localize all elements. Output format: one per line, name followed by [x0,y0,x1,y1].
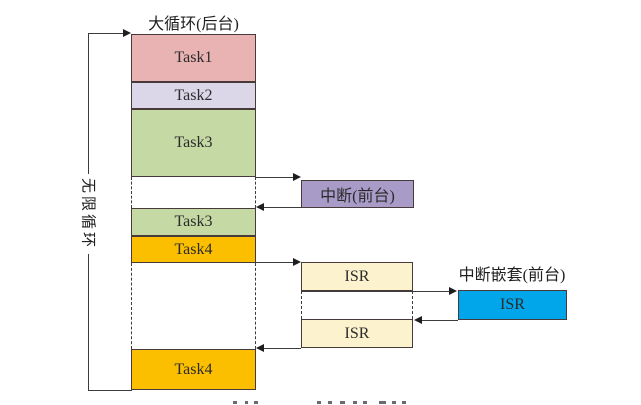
arrow-task3-to-interrupt-head-icon [293,173,301,181]
task4-second-label: Task4 [174,360,213,378]
task3-box-second: Task3 [131,208,256,236]
gap-a-right-dashed [255,177,256,208]
arrow-isr-return-line [263,348,301,349]
isr-gap-right-dashed [412,291,413,319]
arrow-nested-return-line [421,320,458,321]
task2-label: Task2 [174,86,213,104]
task3-second-label: Task3 [174,213,213,230]
task3-first-label: Task3 [174,134,213,151]
arrow-task3-to-interrupt-line [256,177,294,178]
task3-box-first: Task3 [131,109,256,177]
task1-label: Task1 [174,49,213,66]
arrow-nested-return-head-icon [414,316,422,324]
isr-nested-label: ISR [500,296,525,313]
task1-box: Task1 [131,34,256,82]
loop-bottom-line [88,390,132,391]
isr-box-second: ISR [301,319,413,348]
arrow-interrupt-return-line [263,207,301,208]
arrow-task4-to-isr-line [256,262,294,263]
isr-gap-left-dashed [301,291,302,319]
arrow-isr-to-nested-line [301,291,450,292]
isr-box-first: ISR [301,262,413,291]
isr-first-label: ISR [344,267,370,285]
isr-second-label: ISR [344,324,370,342]
nested-interrupt-title: 中断嵌套(前台) [458,267,566,284]
loop-vertical-line-upper [88,33,89,174]
task2-box: Task2 [131,82,256,109]
loop-top-line [88,33,124,34]
interrupt-label: 中断(前台) [320,188,395,205]
interrupt-box: 中断(前台) [301,180,414,208]
loop-top-arrowhead-icon [123,29,131,37]
main-loop-title: 大循环(后台) [148,16,239,33]
task4-first-label: Task4 [174,240,213,258]
arrow-isr-return-head-icon [256,344,264,352]
gap-b-left-dashed [131,263,132,349]
isr-nested-box: ISR [458,290,567,320]
loop-vertical-line-lower [88,254,89,390]
arrow-task4-to-isr-head-icon [293,258,301,266]
gap-a-left-dashed [131,177,132,208]
task4-box-second: Task4 [131,349,256,390]
arrow-isr-to-nested-head-icon [449,287,457,295]
arrow-interrupt-return-head-icon [256,203,264,211]
infinite-loop-label: 无限循环 [79,177,96,251]
task4-box-first: Task4 [131,236,256,263]
gap-b-right-dashed [255,263,256,349]
